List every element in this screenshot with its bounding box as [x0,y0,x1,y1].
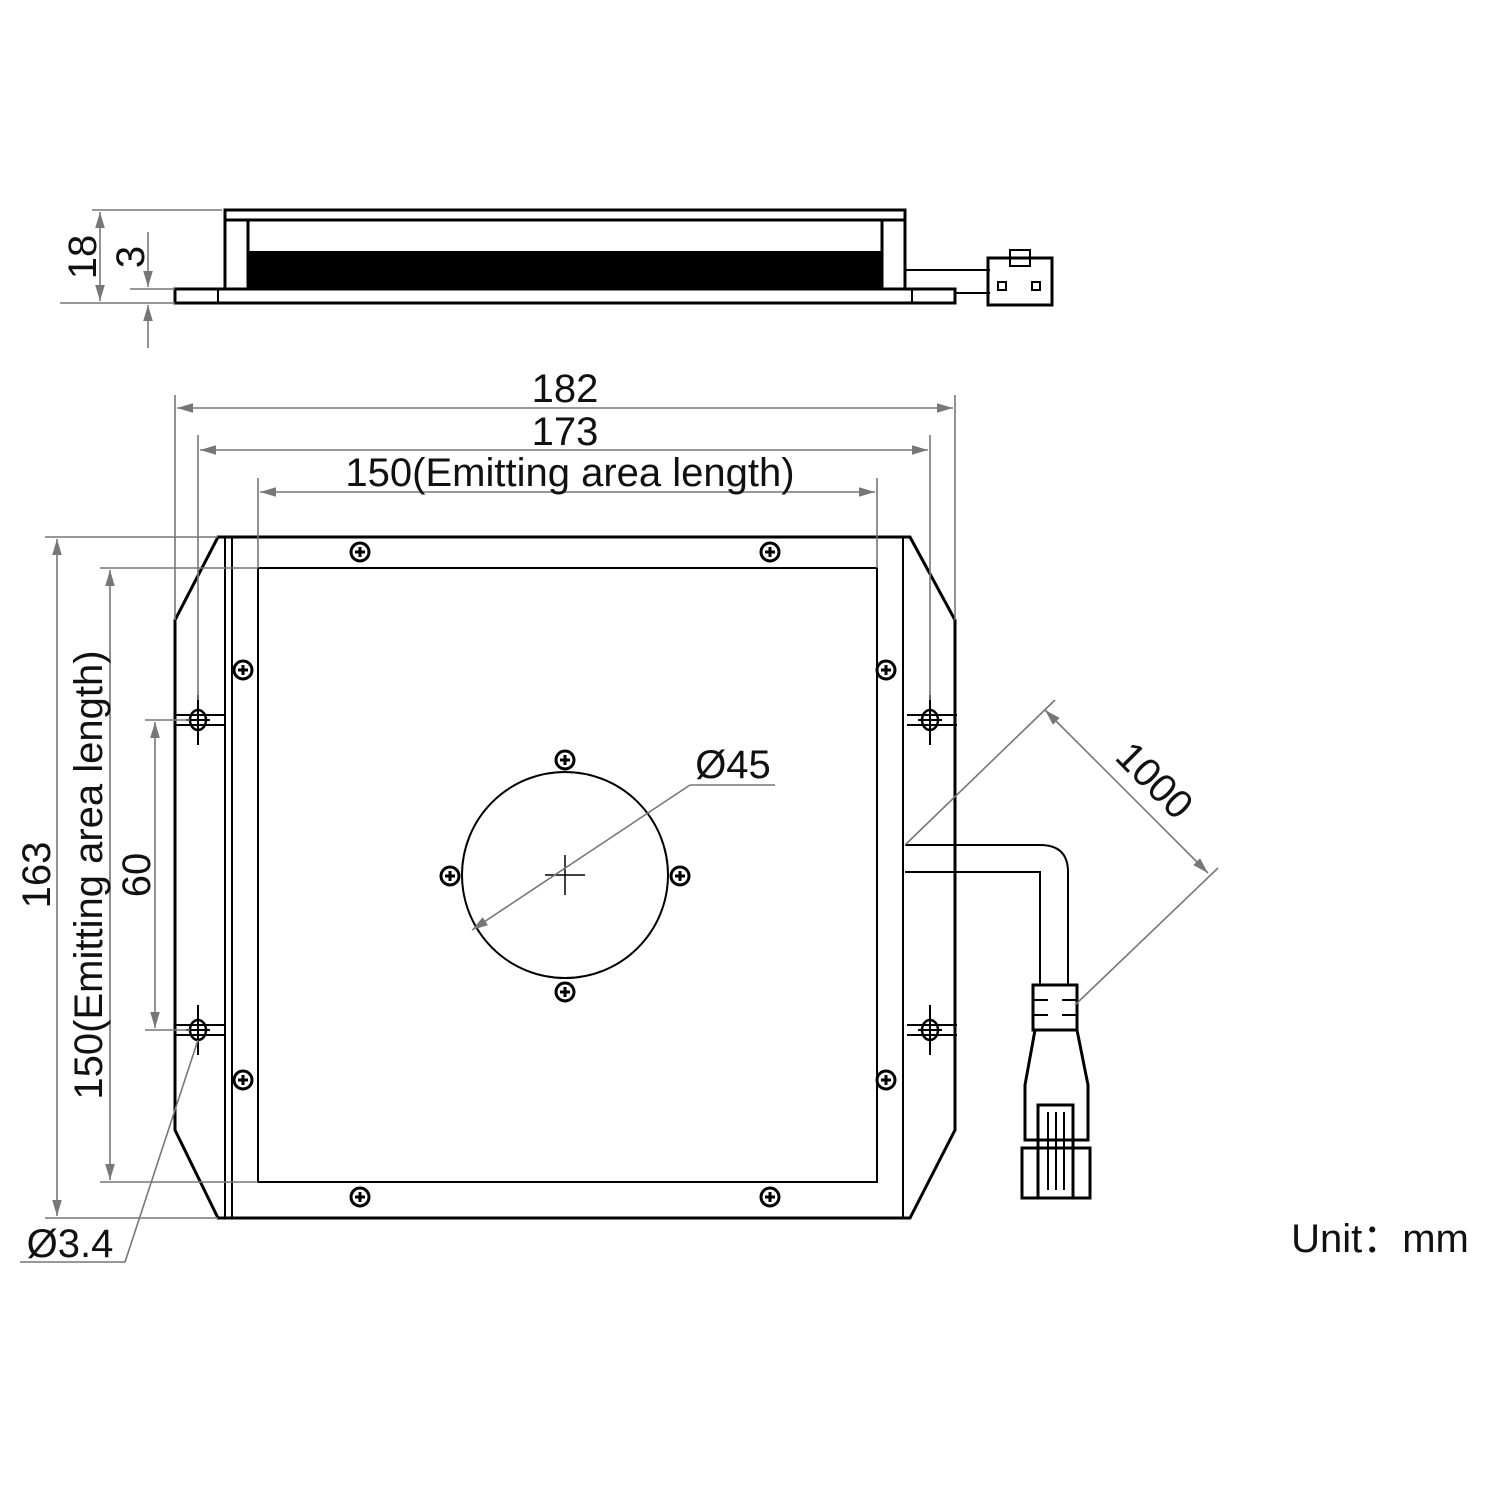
cable [905,844,1092,1200]
dim-cable-1000: 1000 [1107,734,1201,828]
top-view: 182 173 150(Emitting area length) 163 15… [15,367,1219,1266]
dim-height-163: 163 [15,842,59,909]
dim-center-hole-45: Ø45 [695,743,771,787]
unit-label: Unit：mm [1291,1217,1469,1261]
side-view: 18 3 [60,208,1054,348]
dim-height-18: 18 [61,235,105,280]
dim-height-150: 150(Emitting area length) [67,650,111,1099]
dim-width-150: 150(Emitting area length) [345,451,794,495]
dim-hole-spacing-60: 60 [115,853,159,898]
side-connector [986,249,1054,307]
dim-width-173: 173 [532,410,599,454]
dim-base-3: 3 [109,246,153,268]
dim-width-182: 182 [532,367,599,411]
center-hole [461,771,669,979]
dim-mount-hole-3.4: Ø3.4 [27,1222,114,1266]
